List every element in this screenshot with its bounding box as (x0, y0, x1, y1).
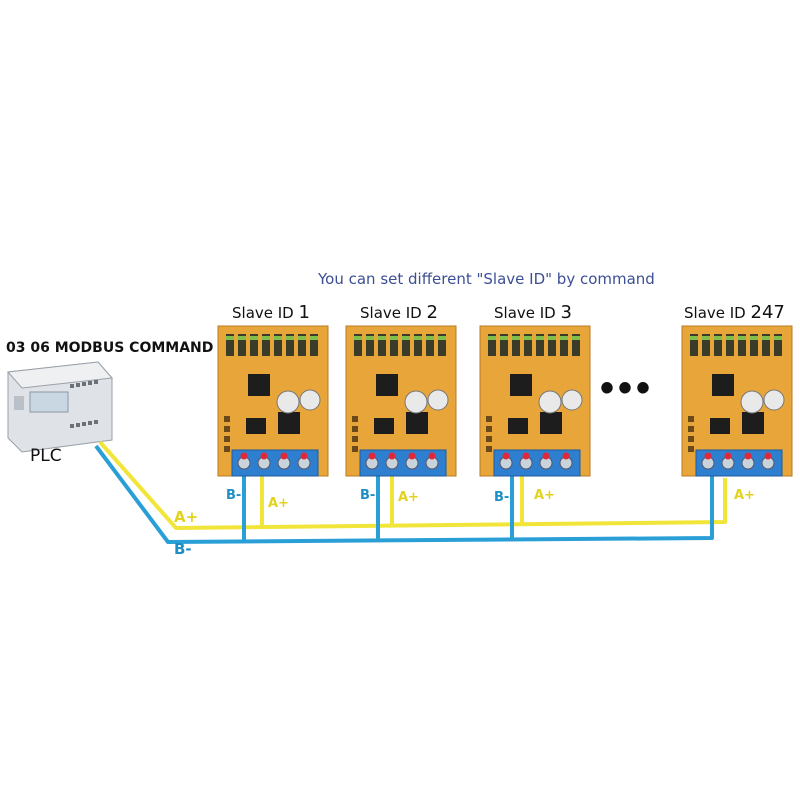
capacitor (276, 390, 300, 414)
capacitor (740, 390, 764, 414)
terminal-block (493, 449, 581, 477)
wire-label-a-plus-247: A+ (734, 488, 755, 503)
ic-chip (510, 374, 532, 396)
wire-label-b-minus-2: B- (360, 488, 376, 503)
wire-a-plus (98, 440, 727, 530)
ic-chip (710, 418, 730, 434)
capacitor (427, 389, 449, 411)
diagram-caption: You can set different "Slave ID" by comm… (318, 270, 655, 288)
wire-label-a-plus-1: A+ (268, 496, 289, 511)
ic-chip (406, 412, 428, 434)
slave-id: 3 (560, 302, 572, 323)
slave-id: 1 (298, 302, 310, 323)
wire-label-b-minus-1: B- (226, 488, 242, 503)
capacitor (561, 389, 583, 411)
plc-device (6, 361, 114, 453)
slave-id: 2 (426, 302, 438, 323)
ic-chip (278, 412, 300, 434)
wire-b-minus (94, 444, 714, 544)
rs485-module (217, 325, 329, 477)
slave-label-247: Slave ID 247 (684, 302, 785, 323)
header-strip (488, 334, 580, 356)
rs485-module (345, 325, 457, 477)
wire-label-b-minus-3: B- (494, 490, 510, 505)
terminal-block (231, 449, 319, 477)
slave-prefix: Slave ID (232, 304, 294, 322)
slave-prefix: Slave ID (684, 304, 746, 322)
ic-chip (246, 418, 266, 434)
ic-chip (742, 412, 764, 434)
header-strip (354, 334, 446, 356)
slave-label-1: Slave ID 1 (232, 302, 310, 323)
wire-label-a-plus-main: A+ (174, 508, 199, 526)
capacitor (404, 390, 428, 414)
rs485-module (681, 325, 793, 477)
slave-id: 247 (750, 302, 785, 323)
capacitor (538, 390, 562, 414)
ic-chip (374, 418, 394, 434)
terminal-block (695, 449, 783, 477)
ic-chip (712, 374, 734, 396)
terminal-block (359, 449, 447, 477)
plc-label: PLC (30, 446, 62, 466)
header-strip (690, 334, 782, 356)
ic-chip (248, 374, 270, 396)
header-strip (226, 334, 318, 356)
slave-label-2: Slave ID 2 (360, 302, 438, 323)
wire-label-a-plus-3: A+ (534, 488, 555, 503)
ic-chip (376, 374, 398, 396)
rs485-module (479, 325, 591, 477)
wire-label-b-minus-main: B- (174, 540, 192, 558)
slave-label-3: Slave ID 3 (494, 302, 572, 323)
slave-prefix: Slave ID (494, 304, 556, 322)
ic-chip (508, 418, 528, 434)
capacitor (299, 389, 321, 411)
capacitor (763, 389, 785, 411)
slave-prefix: Slave ID (360, 304, 422, 322)
ellipsis-dots: ••• (600, 366, 655, 410)
wire-label-a-plus-2: A+ (398, 490, 419, 505)
ic-chip (540, 412, 562, 434)
command-label: 03 06 MODBUS COMMAND (6, 340, 214, 356)
